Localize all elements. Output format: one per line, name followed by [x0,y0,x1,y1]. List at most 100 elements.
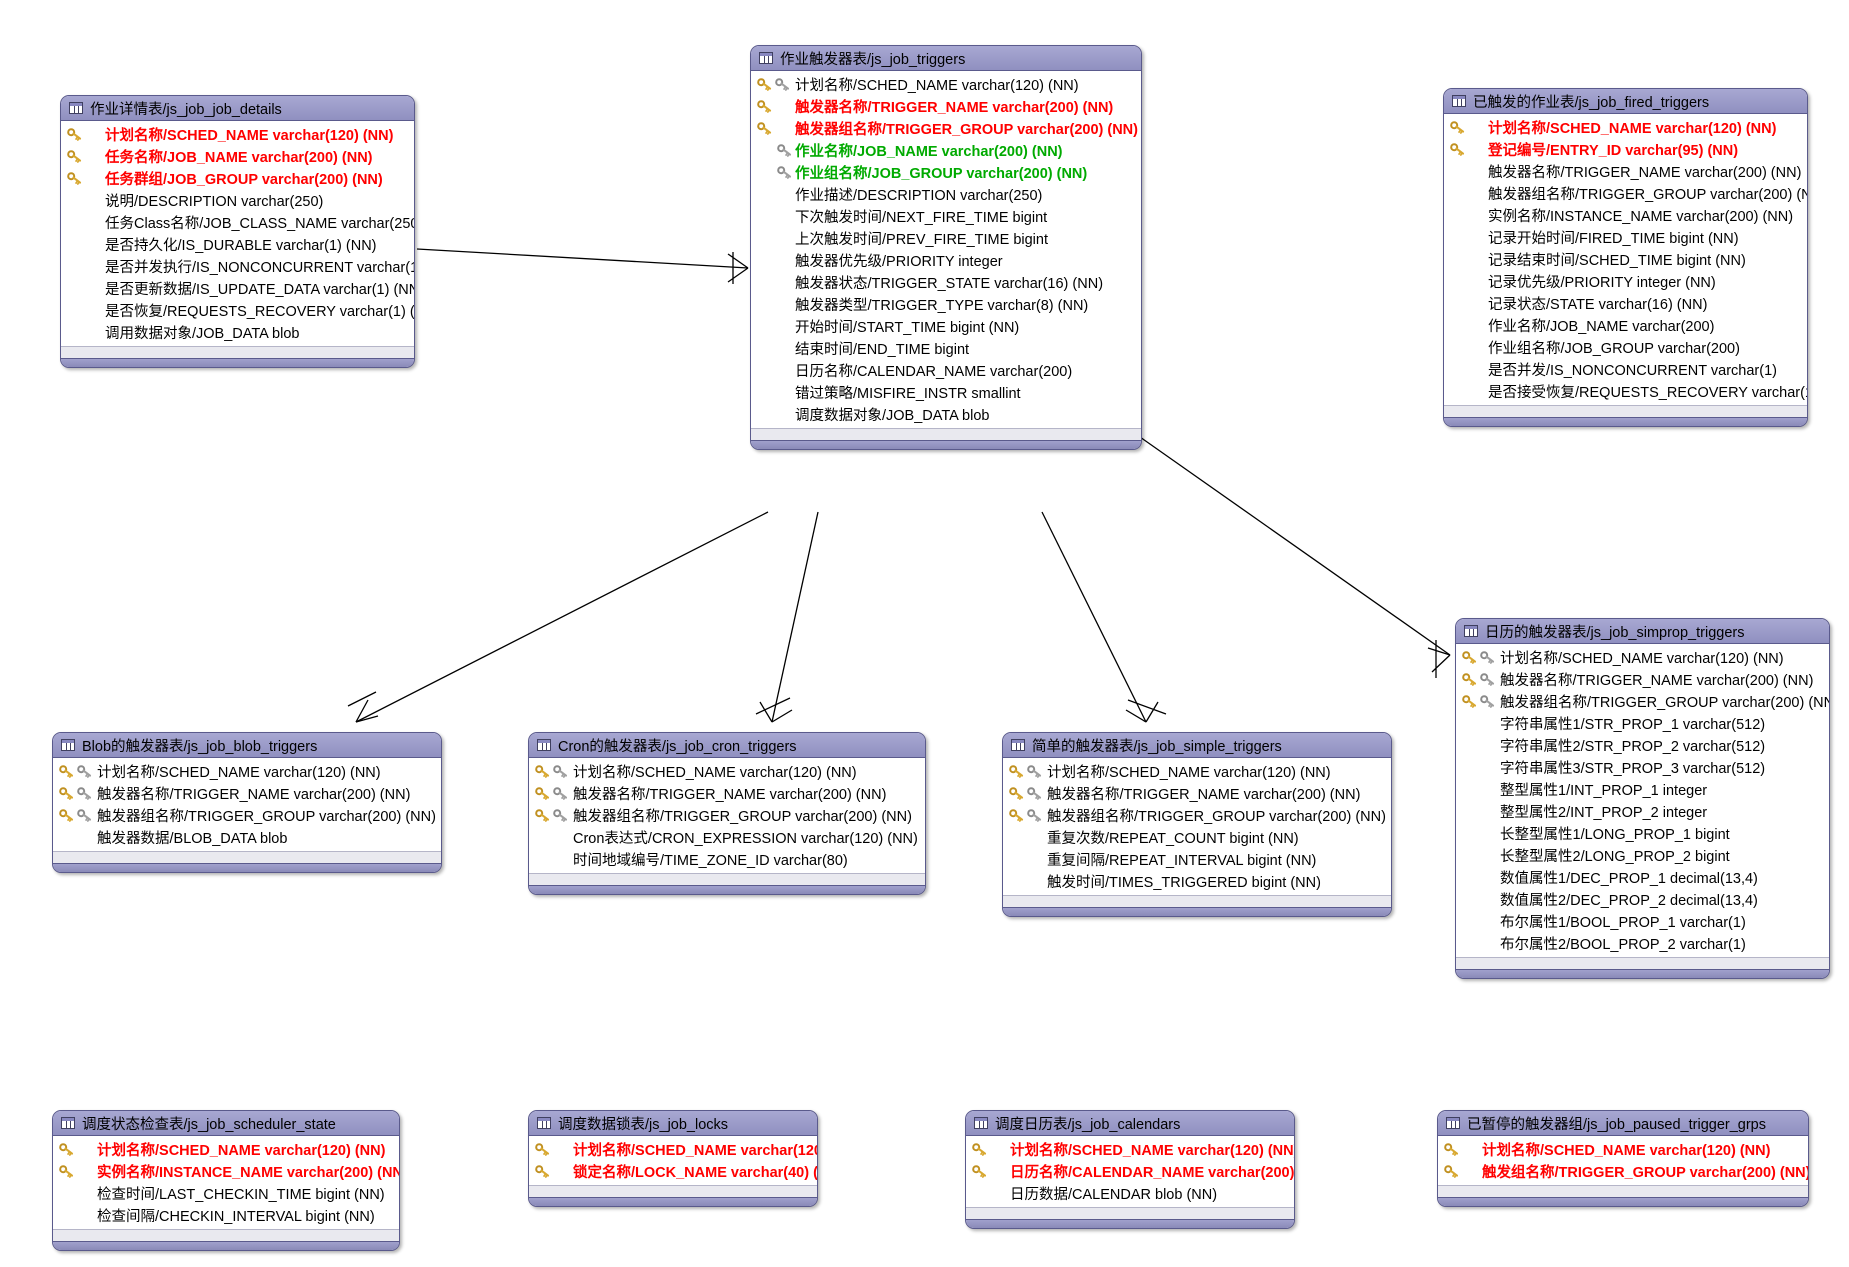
field-row[interactable]: 触发器名称/TRIGGER_NAME varchar(200) (NN) [1456,668,1829,690]
field-row[interactable]: 上次触发时间/PREV_FIRE_TIME bigint [751,227,1141,249]
field-row[interactable]: 开始时间/START_TIME bigint (NN) [751,315,1141,337]
field-row[interactable]: 是否恢复/REQUESTS_RECOVERY varchar(1) (NN) [61,299,414,321]
field-row[interactable]: 调度数据对象/JOB_DATA blob [751,403,1141,425]
field-row[interactable]: 触发器组名称/TRIGGER_GROUP varchar(200) (NN) [1444,182,1807,204]
entity-header-simple_triggers[interactable]: 简单的触发器表/js_job_simple_triggers [1003,733,1391,758]
field-row[interactable]: 检查间隔/CHECKIN_INTERVAL bigint (NN) [53,1204,399,1226]
field-row[interactable]: 长整型属性2/LONG_PROP_2 bigint [1456,844,1829,866]
field-row[interactable]: 检查时间/LAST_CHECKIN_TIME bigint (NN) [53,1182,399,1204]
field-row[interactable]: 锁定名称/LOCK_NAME varchar(40) (NN) [529,1160,817,1182]
field-row[interactable]: 记录结束时间/SCHED_TIME bigint (NN) [1444,248,1807,270]
field-row[interactable]: 下次触发时间/NEXT_FIRE_TIME bigint [751,205,1141,227]
field-row[interactable]: 作业名称/JOB_NAME varchar(200) [1444,314,1807,336]
entity-header-calendars[interactable]: 调度日历表/js_job_calendars [966,1111,1294,1136]
field-row[interactable]: 触发组名称/TRIGGER_GROUP varchar(200) (NN) [1438,1160,1808,1182]
field-row[interactable]: 触发器组名称/TRIGGER_GROUP varchar(200) (NN) [1456,690,1829,712]
field-row[interactable]: 数值属性2/DEC_PROP_2 decimal(13,4) [1456,888,1829,910]
field-row[interactable]: 任务名称/JOB_NAME varchar(200) (NN) [61,145,414,167]
field-row[interactable]: 计划名称/SCHED_NAME varchar(120) (NN) [1438,1138,1808,1160]
field-row[interactable]: 触发器优先级/PRIORITY integer [751,249,1141,271]
entity-header-simprop_triggers[interactable]: 日历的触发器表/js_job_simprop_triggers [1456,619,1829,644]
field-row[interactable]: 重复次数/REPEAT_COUNT bigint (NN) [1003,826,1391,848]
field-row[interactable]: 登记编号/ENTRY_ID varchar(95) (NN) [1444,138,1807,160]
entity-header-job_triggers[interactable]: 作业触发器表/js_job_triggers [751,46,1141,71]
field-row[interactable]: 触发器名称/TRIGGER_NAME varchar(200) (NN) [751,95,1141,117]
field-row[interactable]: 布尔属性2/BOOL_PROP_2 varchar(1) [1456,932,1829,954]
field-row[interactable]: 长整型属性1/LONG_PROP_1 bigint [1456,822,1829,844]
field-row[interactable]: 触发器组名称/TRIGGER_GROUP varchar(200) (NN) [53,804,441,826]
field-row[interactable]: 时间地域编号/TIME_ZONE_ID varchar(80) [529,848,925,870]
field-row[interactable]: 整型属性2/INT_PROP_2 integer [1456,800,1829,822]
entity-header-paused_trigger_grps[interactable]: 已暂停的触发器组/js_job_paused_trigger_grps [1438,1111,1808,1136]
field-row[interactable]: 结束时间/END_TIME bigint [751,337,1141,359]
field-row[interactable]: 是否接受恢复/REQUESTS_RECOVERY varchar(1) [1444,380,1807,402]
field-row[interactable]: 计划名称/SCHED_NAME varchar(120) (NN) [53,1138,399,1160]
field-row[interactable]: 任务群组/JOB_GROUP varchar(200) (NN) [61,167,414,189]
field-row[interactable]: 数值属性1/DEC_PROP_1 decimal(13,4) [1456,866,1829,888]
field-row[interactable]: 触发器组名称/TRIGGER_GROUP varchar(200) (NN) [1003,804,1391,826]
entity-header-locks[interactable]: 调度数据锁表/js_job_locks [529,1111,817,1136]
field-row[interactable]: 日历名称/CALENDAR_NAME varchar(200) [751,359,1141,381]
field-row[interactable]: 记录状态/STATE varchar(16) (NN) [1444,292,1807,314]
field-row[interactable]: 触发器名称/TRIGGER_NAME varchar(200) (NN) [53,782,441,804]
field-row[interactable]: 作业名称/JOB_NAME varchar(200) (NN) [751,139,1141,161]
field-row[interactable]: 触发器状态/TRIGGER_STATE varchar(16) (NN) [751,271,1141,293]
field-row[interactable]: 记录优先级/PRIORITY integer (NN) [1444,270,1807,292]
field-row[interactable]: 是否并发执行/IS_NONCONCURRENT varchar(1) (NN) [61,255,414,277]
field-row[interactable]: 作业组名称/JOB_GROUP varchar(200) (NN) [751,161,1141,183]
field-row[interactable]: 触发器名称/TRIGGER_NAME varchar(200) (NN) [1444,160,1807,182]
field-row[interactable]: 字符串属性1/STR_PROP_1 varchar(512) [1456,712,1829,734]
field-row[interactable]: 实例名称/INSTANCE_NAME varchar(200) (NN) [1444,204,1807,226]
field-row[interactable]: 错过策略/MISFIRE_INSTR smallint [751,381,1141,403]
field-row[interactable]: 计划名称/SCHED_NAME varchar(120) (NN) [751,73,1141,95]
field-row[interactable]: 重复间隔/REPEAT_INTERVAL bigint (NN) [1003,848,1391,870]
field-row[interactable]: 实例名称/INSTANCE_NAME varchar(200) (NN) [53,1160,399,1182]
field-row[interactable]: 字符串属性3/STR_PROP_3 varchar(512) [1456,756,1829,778]
field-row[interactable]: 日历数据/CALENDAR blob (NN) [966,1182,1294,1204]
entity-header-job_details[interactable]: 作业详情表/js_job_job_details [61,96,414,121]
field-row[interactable]: 触发器组名称/TRIGGER_GROUP varchar(200) (NN) [529,804,925,826]
field-row[interactable]: 计划名称/SCHED_NAME varchar(120) (NN) [529,760,925,782]
field-row[interactable]: 触发器类型/TRIGGER_TYPE varchar(8) (NN) [751,293,1141,315]
field-row[interactable]: 作业描述/DESCRIPTION varchar(250) [751,183,1141,205]
field-row[interactable]: 触发器名称/TRIGGER_NAME varchar(200) (NN) [529,782,925,804]
entity-header-blob_triggers[interactable]: Blob的触发器表/js_job_blob_triggers [53,733,441,758]
field-row[interactable]: 是否持久化/IS_DURABLE varchar(1) (NN) [61,233,414,255]
field-row[interactable]: 调用数据对象/JOB_DATA blob [61,321,414,343]
field-row[interactable]: 记录开始时间/FIRED_TIME bigint (NN) [1444,226,1807,248]
entity-header-scheduler_state[interactable]: 调度状态检查表/js_job_scheduler_state [53,1111,399,1136]
field-row[interactable]: 日历名称/CALENDAR_NAME varchar(200) (NN) [966,1160,1294,1182]
field-row[interactable]: 计划名称/SCHED_NAME varchar(120) (NN) [1444,116,1807,138]
field-row[interactable]: 说明/DESCRIPTION varchar(250) [61,189,414,211]
field-row[interactable]: 作业组名称/JOB_GROUP varchar(200) [1444,336,1807,358]
field-row[interactable]: 计划名称/SCHED_NAME varchar(120) (NN) [1003,760,1391,782]
field-row[interactable]: 计划名称/SCHED_NAME varchar(120) (NN) [1456,646,1829,668]
field-row[interactable]: 字符串属性2/STR_PROP_2 varchar(512) [1456,734,1829,756]
field-row[interactable]: 计划名称/SCHED_NAME varchar(120) (NN) [966,1138,1294,1160]
field-row[interactable]: 计划名称/SCHED_NAME varchar(120) (NN) [53,760,441,782]
field-row[interactable]: 触发器组名称/TRIGGER_GROUP varchar(200) (NN) [751,117,1141,139]
field-row[interactable]: 计划名称/SCHED_NAME varchar(120) (NN) [529,1138,817,1160]
field-row[interactable]: 触发时间/TIMES_TRIGGERED bigint (NN) [1003,870,1391,892]
field-row[interactable]: 触发器数据/BLOB_DATA blob [53,826,441,848]
field-row[interactable]: Cron表达式/CRON_EXPRESSION varchar(120) (NN… [529,826,925,848]
field-row[interactable]: 触发器名称/TRIGGER_NAME varchar(200) (NN) [1003,782,1391,804]
field-row[interactable]: 布尔属性1/BOOL_PROP_1 varchar(1) [1456,910,1829,932]
field-row[interactable]: 任务Class名称/JOB_CLASS_NAME varchar(250) (N… [61,211,414,233]
entity-header-cron_triggers[interactable]: Cron的触发器表/js_job_cron_triggers [529,733,925,758]
field-row[interactable]: 是否并发/IS_NONCONCURRENT varchar(1) [1444,358,1807,380]
field-row[interactable]: 计划名称/SCHED_NAME varchar(120) (NN) [61,123,414,145]
field-row[interactable]: 是否更新数据/IS_UPDATE_DATA varchar(1) (NN) [61,277,414,299]
field-row[interactable]: 整型属性1/INT_PROP_1 integer [1456,778,1829,800]
